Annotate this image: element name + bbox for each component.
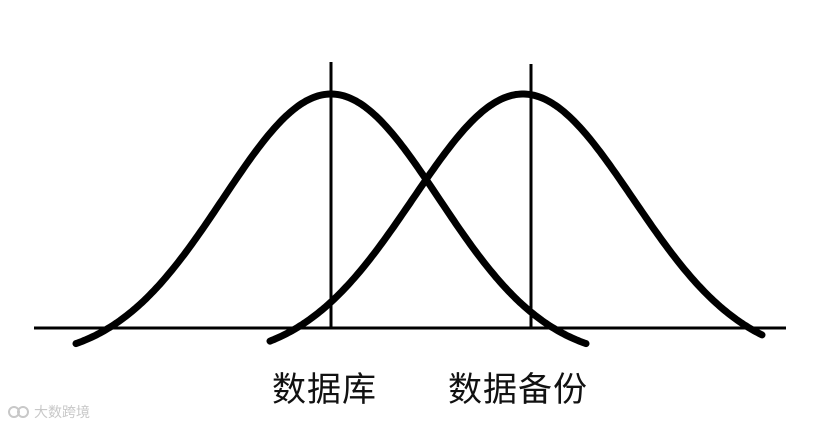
- watermark: 大数跨境: [8, 402, 90, 422]
- data-backup-label: 数据备份: [448, 370, 588, 410]
- watermark-text: 大数跨境: [34, 405, 90, 421]
- watermark-logo-icon: [8, 406, 29, 418]
- database-label: 数据库: [272, 370, 377, 410]
- right-bell-curve: [266, 90, 766, 345]
- left-bell-curve: [72, 90, 590, 348]
